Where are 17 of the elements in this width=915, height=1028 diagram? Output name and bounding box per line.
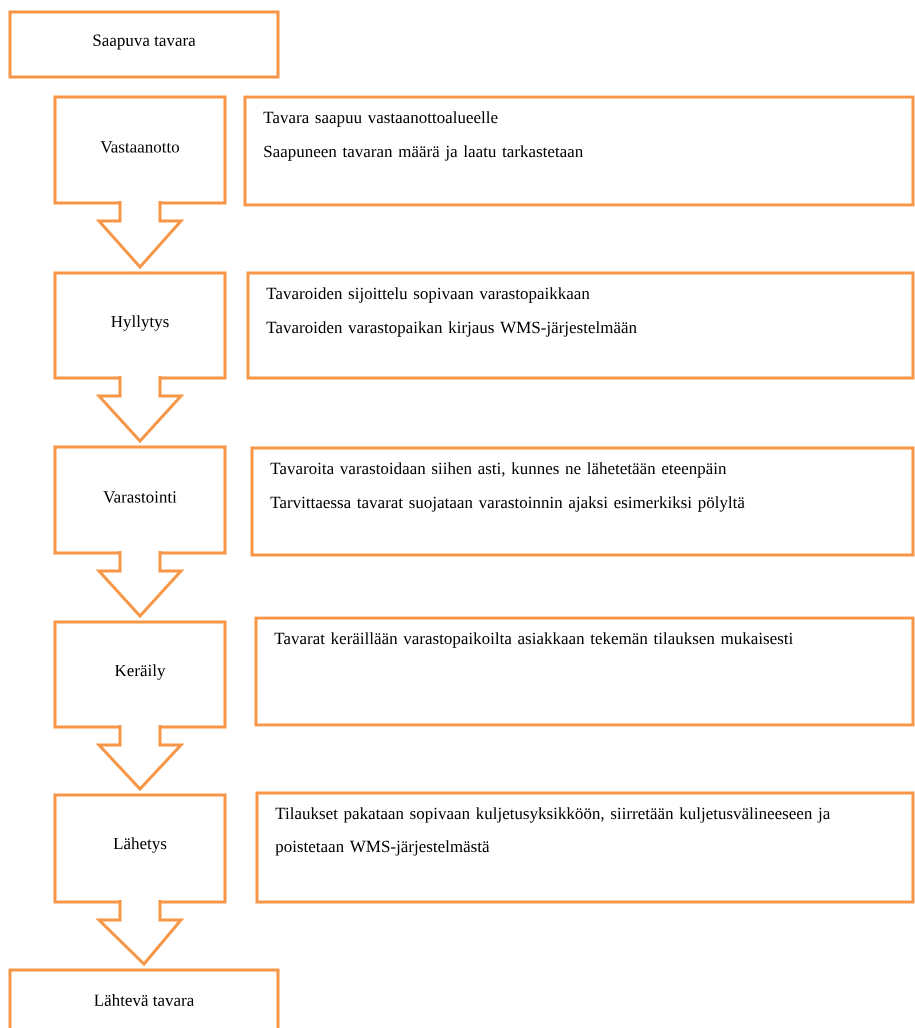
arrow: [95, 898, 185, 967]
arrow: [95, 723, 185, 792]
process-box: Varastointi: [53, 445, 227, 555]
description-box: Tavaroita varastoidaan siihen asti, kunnes ne lähetetään eteenpäin Tarvittaessa tavarat suojataan varastoinnin ajaksi esimerkiksi pölyltä: [250, 446, 915, 557]
terminal-box: Saapuva tavara: [8, 10, 280, 79]
process-box: Lähetys: [53, 793, 227, 904]
process-box: Vastaanotto: [53, 95, 227, 205]
description-box: Tilaukset pakataan sopivaan kuljetusyksikköön, siirretään kuljetusvälineeseen ja poistetaan WMS-järjestelmästä: [255, 791, 915, 904]
terminal-box: Lähtevä tavara: [8, 968, 280, 1028]
process-box: Hyllytys: [53, 271, 227, 380]
arrow: [95, 549, 185, 619]
description-box: Tavaroiden sijoittelu sopivaan varastopaikkaan Tavaroiden varastopaikan kirjaus WMS-järjestelmään: [246, 271, 915, 380]
process-box: Keräily: [53, 620, 227, 729]
arrow: [95, 199, 185, 270]
arrow: [95, 374, 185, 444]
description-box: Tavara saapuu vastaanottoalueelle Saapuneen tavaran määrä ja laatu tarkastetaan: [243, 95, 915, 207]
description-box: Tavarat keräillään varastopaikoilta asiakkaan tekemän tilauksen mukaisesti: [254, 616, 915, 727]
